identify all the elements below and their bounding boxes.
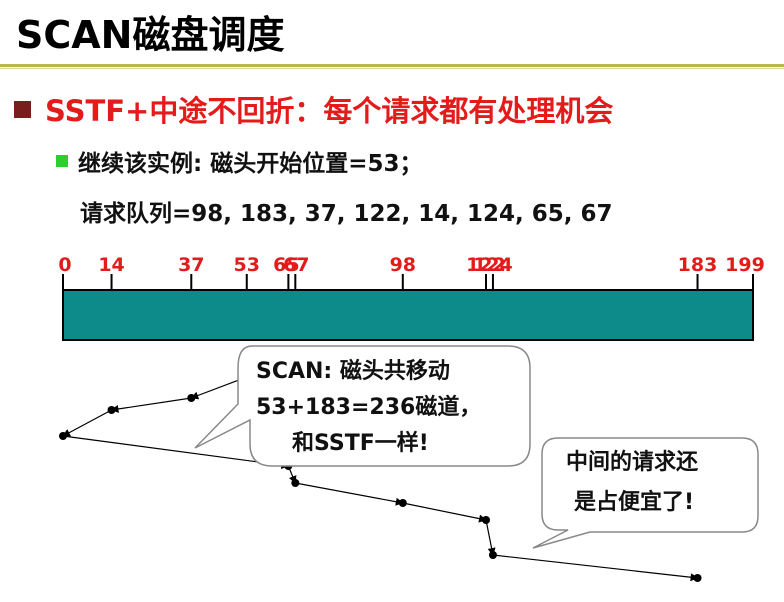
- bullet-main: SSTF+中途不回折：每个请求都有处理机会: [14, 88, 613, 130]
- head-move-124-to-183: [492, 554, 699, 582]
- head-stop-124: [488, 551, 497, 559]
- callout-middle-line1: 中间的请求还: [566, 450, 699, 475]
- bullet-sub: 继续该实例: 磁头开始位置=53；: [56, 144, 422, 178]
- axis-tick-label-65: 65: [273, 254, 299, 276]
- head-stop-37: [187, 394, 196, 402]
- head-stop-0: [59, 432, 67, 440]
- callout-scan-line2: 53+183=236磁道，: [256, 395, 482, 420]
- slide-title: SCAN磁盘调度: [16, 13, 285, 57]
- axis-ticks: [62, 274, 754, 291]
- request-queue-text: 请求队列=98, 183, 37, 122, 14, 124, 65, 67: [80, 201, 613, 227]
- axis-tick-label-14: 14: [98, 254, 124, 276]
- square-bullet-icon: [56, 155, 68, 167]
- axis-tick-label-37: 37: [178, 254, 204, 276]
- disk-track-bar: [62, 289, 754, 341]
- head-move-98-to-122: [402, 502, 487, 523]
- axis-tick-label-183: 183: [678, 254, 718, 276]
- axis-tick-label-67: 67: [283, 254, 309, 276]
- axis-tick-label-122: 122: [466, 254, 506, 276]
- bullet-sub-text: 继续该实例: 磁头开始位置=53；: [78, 151, 423, 177]
- axis-tick-label-124: 124: [473, 254, 513, 276]
- head-stop-122: [482, 516, 491, 524]
- axis-tick-label-53: 53: [234, 254, 260, 276]
- bullet-main-text: SSTF+中途不回折：每个请求都有处理机会: [45, 94, 614, 128]
- axis-tick-label-199: 199: [725, 254, 765, 276]
- head-move-122-to-124: [485, 519, 496, 556]
- axis-tick-label-98: 98: [390, 254, 416, 276]
- head-stop-14: [107, 406, 116, 414]
- title-divider-thin: [0, 68, 784, 69]
- head-move-0-to-65: [62, 435, 290, 470]
- callout-middle-line2: 是占便宜了!: [574, 490, 695, 515]
- callout-scan-line1: SCAN: 磁头共移动: [256, 359, 450, 384]
- callout-middle-bubble: [532, 437, 759, 549]
- callout-scan-bubble: [194, 345, 531, 467]
- title-divider: [0, 64, 784, 67]
- head-move-67-to-98: [295, 482, 404, 506]
- axis-tick-label-0: 0: [58, 254, 71, 276]
- head-stop-183: [693, 574, 702, 582]
- head-move-37-to-14: [110, 397, 192, 413]
- callout-scan-line3: 和SSTF一样!: [292, 431, 429, 456]
- head-stop-98: [398, 499, 407, 507]
- square-bullet-icon: [14, 100, 31, 118]
- head-move-14-to-0: [62, 409, 112, 437]
- head-stop-67: [291, 479, 300, 487]
